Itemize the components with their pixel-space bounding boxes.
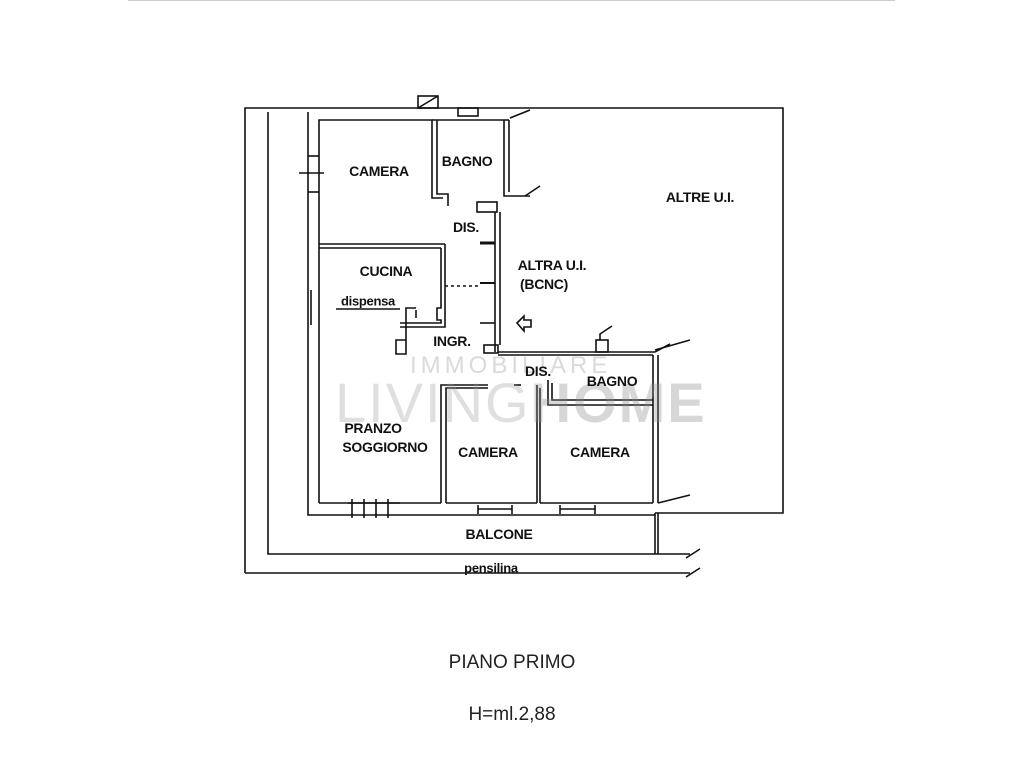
room-label-dis-2: DIS. bbox=[524, 363, 552, 379]
break-mark bbox=[509, 109, 531, 119]
room-label-dispensa: dispensa bbox=[341, 293, 395, 309]
bagno-wall bbox=[503, 120, 530, 197]
room-label-dis: DIS. bbox=[452, 219, 480, 235]
watermark-right: HOME bbox=[530, 371, 707, 434]
windows bbox=[299, 155, 596, 518]
room-label-camera-3: CAMERA bbox=[570, 444, 630, 460]
vent bbox=[417, 95, 439, 109]
watermark-left: LIVING bbox=[335, 371, 531, 434]
room-label-bagno: BAGNO bbox=[441, 153, 493, 169]
dispensa-wall bbox=[395, 307, 416, 355]
pensilina-outline bbox=[244, 107, 784, 573]
watermark-top: IMMOBILIARE bbox=[410, 352, 612, 379]
room-label-altra-ui: ALTRA U.I. bbox=[517, 257, 587, 273]
room-label-camera: CAMERA bbox=[349, 163, 409, 179]
watermark-logo: LIVINGHOME bbox=[335, 370, 707, 435]
room-label-camera-2: CAMERA bbox=[458, 444, 518, 460]
floor-title: PIANO PRIMO bbox=[448, 652, 576, 673]
room-label-altre-ui: ALTRE U.I. bbox=[665, 189, 735, 205]
break-mark bbox=[685, 567, 701, 578]
entrance-arrow-icon bbox=[515, 314, 532, 334]
room-label-cucina: CUCINA bbox=[359, 263, 413, 279]
chimney bbox=[457, 107, 479, 117]
room-label-bagno-2: BAGNO bbox=[586, 373, 638, 389]
room-label-balcone: BALCONE bbox=[465, 526, 533, 542]
room-label-ingr: INGR. bbox=[433, 333, 471, 349]
room-label-bcnc: (BCNC) bbox=[520, 276, 568, 292]
ceiling-height: H=ml.2,88 bbox=[468, 704, 556, 725]
break-mark bbox=[685, 548, 701, 559]
room-label-pensilina: pensilina bbox=[464, 560, 518, 576]
balcony-outline bbox=[267, 112, 690, 555]
room-label-pranzo: PRANZO bbox=[344, 420, 402, 436]
outer-wall bbox=[307, 112, 655, 516]
room-label-soggiorno: SOGGIORNO bbox=[342, 439, 428, 455]
top-border-line bbox=[128, 0, 895, 1]
